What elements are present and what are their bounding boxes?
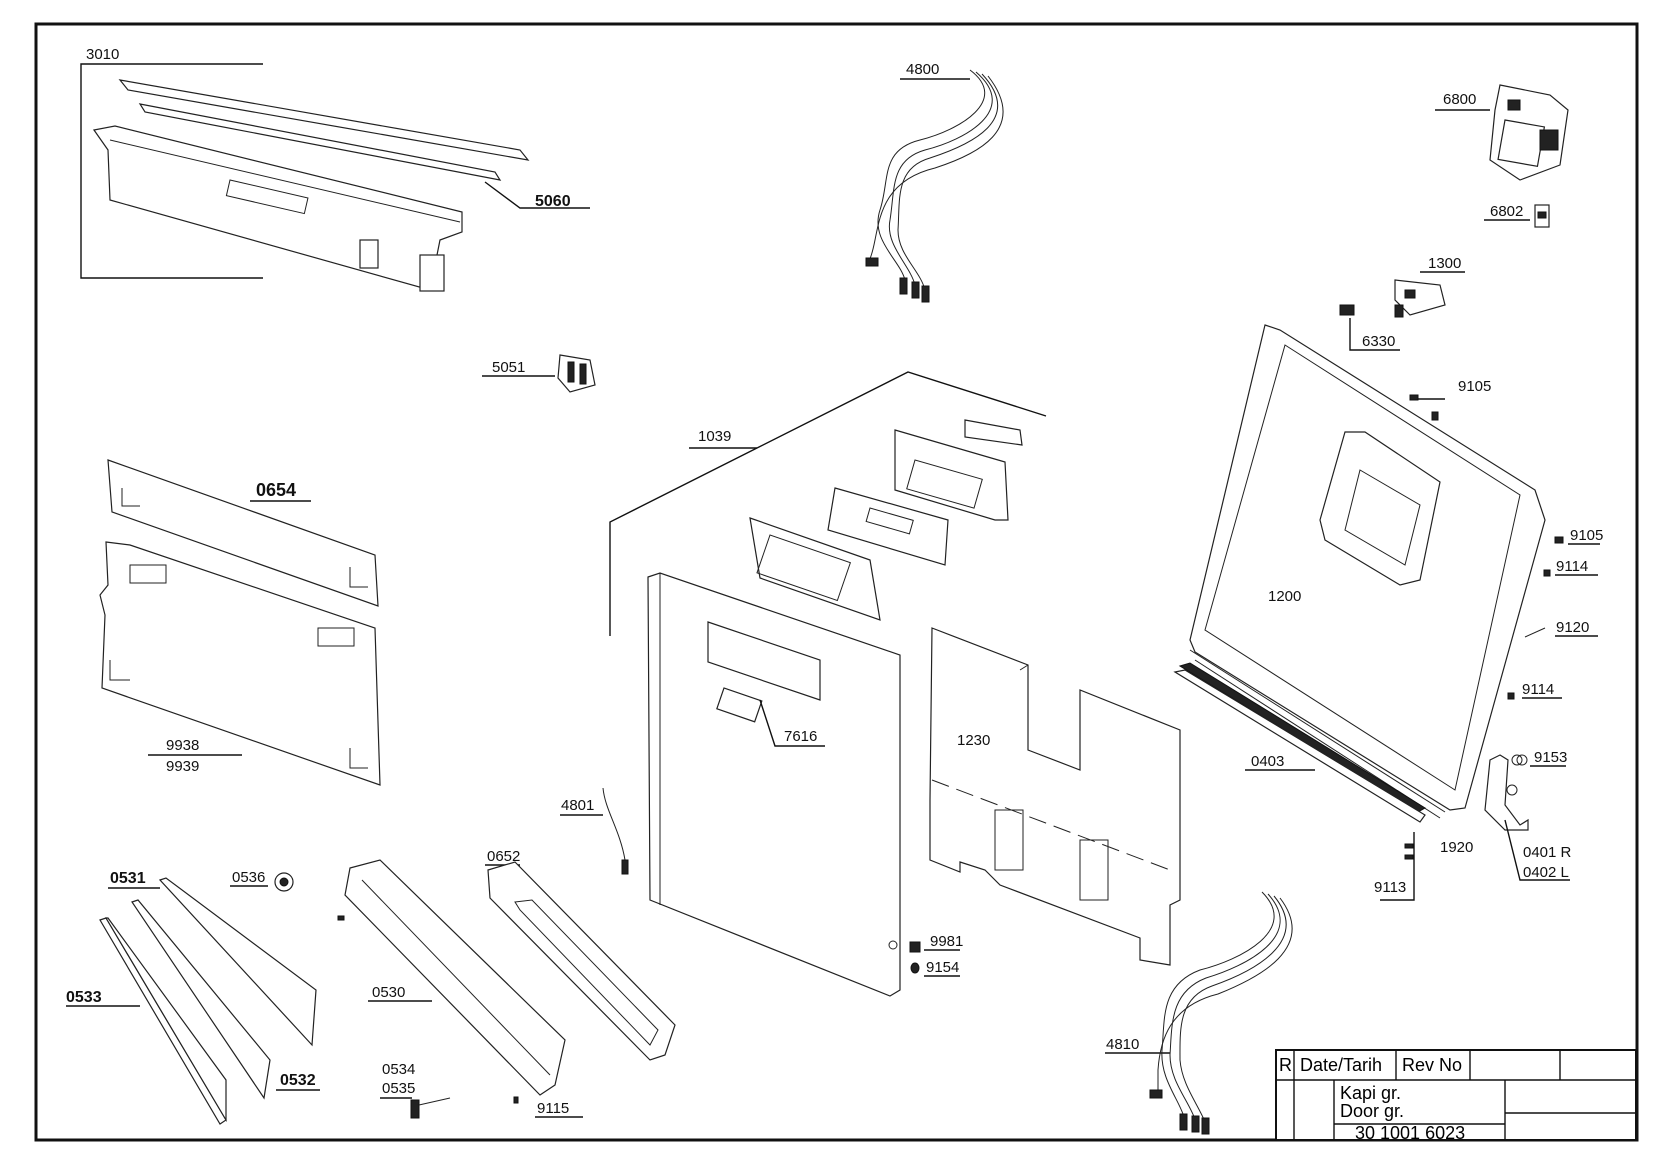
part-profile-0530	[344, 859, 566, 1096]
label-9153: 9153	[1534, 749, 1567, 766]
label-6802: 6802	[1490, 203, 1523, 220]
title-block-number: 30 1001 6023	[1355, 1123, 1465, 1143]
part-switch-6802	[1484, 204, 1550, 228]
label-0534: 0534	[382, 1061, 415, 1078]
label-0402: 0402 L	[1523, 864, 1569, 881]
label-6800: 6800	[1443, 91, 1476, 108]
part-inner-door-1200	[1189, 324, 1546, 819]
label-1039: 1039	[698, 428, 731, 445]
label-6330: 6330	[1362, 333, 1395, 350]
part-screws-9981	[909, 941, 960, 977]
label-9113: 9113	[1374, 879, 1406, 896]
label-0536: 0536	[232, 869, 265, 886]
part-panel-9938	[99, 541, 381, 786]
label-3010: 3010	[86, 46, 119, 63]
part-hinge-1300	[1394, 271, 1465, 318]
part-insulation-1230	[929, 627, 1181, 966]
label-1200: 1200	[1268, 588, 1301, 605]
part-clip-0536	[230, 872, 294, 892]
label-9114-top: 9114	[1556, 558, 1588, 575]
label-1920: 1920	[1440, 839, 1473, 856]
part-kickplate-0531	[108, 877, 317, 1047]
label-9154: 9154	[926, 959, 959, 976]
label-0535: 0535	[382, 1080, 415, 1097]
part-outer-door-panel	[647, 572, 901, 997]
label-7616: 7616	[784, 728, 817, 745]
part-harness-4800	[865, 69, 1004, 303]
drawing-frame	[34, 22, 1639, 1142]
part-cap-0534	[380, 1097, 451, 1119]
part-harness-4801	[560, 787, 629, 875]
part-dispenser-6800	[1435, 84, 1569, 181]
title-block-name-en: Door gr.	[1340, 1101, 1404, 1121]
label-0654: 0654	[256, 480, 296, 500]
part-screw-9115	[337, 915, 583, 1118]
part-kickplate-0532	[131, 899, 320, 1100]
part-display-module-top	[894, 419, 1023, 521]
title-block-r: R	[1279, 1055, 1292, 1075]
part-handle-0652	[485, 861, 676, 1061]
title-block	[1275, 1049, 1637, 1141]
label-4801: 4801	[561, 797, 594, 814]
title-block-rev: Rev No	[1402, 1055, 1462, 1075]
title-block-name-tr: Kapi gr.	[1340, 1083, 1401, 1103]
screws-right	[1380, 394, 1600, 901]
part-display-window	[827, 487, 949, 566]
label-9114-bottom: 9114	[1522, 681, 1554, 698]
label-9105-right: 9105	[1570, 527, 1603, 544]
label-0531: 0531	[110, 870, 146, 887]
label-0530: 0530	[372, 984, 405, 1001]
label-9115: 9115	[537, 1100, 569, 1117]
part-display-frame	[749, 517, 881, 621]
part-panel-0654	[107, 459, 379, 607]
leader-1039	[609, 371, 1047, 636]
part-bracket-0401	[1484, 754, 1570, 881]
part-control-panel-3010	[80, 63, 590, 292]
label-9105-top: 9105	[1458, 378, 1491, 395]
label-0401: 0401 R	[1523, 844, 1572, 861]
label-1300: 1300	[1428, 255, 1461, 272]
part-latch-6330	[1339, 304, 1400, 351]
label-1230: 1230	[957, 732, 990, 749]
label-5060: 5060	[535, 193, 571, 210]
label-0403: 0403	[1251, 753, 1284, 770]
label-0532: 0532	[280, 1072, 316, 1089]
label-4810: 4810	[1106, 1036, 1139, 1053]
part-connector-5051	[482, 354, 596, 393]
title-block-date: Date/Tarih	[1300, 1055, 1382, 1075]
part-harness-4810	[1105, 891, 1293, 1135]
label-0652: 0652	[487, 848, 520, 865]
label-4800: 4800	[906, 61, 939, 78]
label-9981: 9981	[930, 933, 963, 950]
label-9120: 9120	[1556, 619, 1589, 636]
label-0533: 0533	[66, 989, 102, 1006]
label-9939: 9939	[166, 758, 199, 775]
label-5051: 5051	[492, 359, 525, 376]
part-gasket-0403	[1173, 662, 1426, 823]
label-9938: 9938	[166, 737, 199, 754]
part-kickplate-0533	[66, 917, 227, 1125]
